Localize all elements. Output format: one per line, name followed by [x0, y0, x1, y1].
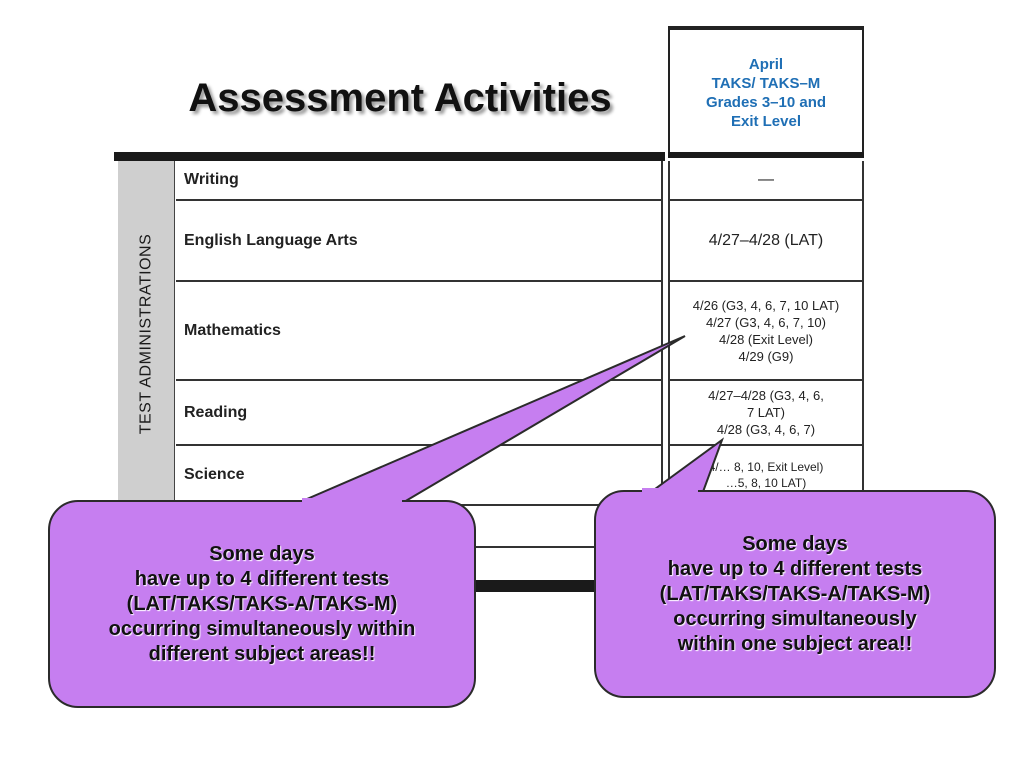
- subject-label: Science: [184, 466, 245, 483]
- table-row-writing: Writing: [176, 161, 663, 201]
- dates-text: —: [758, 171, 774, 188]
- dates-cell-reading: 4/27–4/28 (G3, 4, 6, 7 LAT) 4/28 (G3, 4,…: [668, 381, 864, 446]
- table-top-rule-right: [668, 152, 864, 158]
- table-top-rule: [114, 152, 665, 161]
- dates-cell-mathematics: 4/26 (G3, 4, 6, 7, 10 LAT) 4/27 (G3, 4, …: [668, 282, 864, 381]
- dates-text: 4/27–4/28 (LAT): [708, 231, 824, 249]
- page-title: Assessment Activities: [188, 76, 612, 120]
- callout-right-text: Some days have up to 4 different tests (…: [659, 532, 931, 655]
- column-header-text: April TAKS/ TAKS–M Grades 3–10 and Exit …: [705, 56, 827, 130]
- callout-left-text: Some days have up to 4 different tests (…: [108, 542, 416, 665]
- dates-text: 4/26 (G3, 4, 6, 7, 10 LAT) 4/27 (G3, 4, …: [692, 297, 840, 364]
- table-row-reading: Reading: [176, 381, 663, 446]
- dates-cell-writing: —: [668, 161, 864, 201]
- dates-text: 4/… 8, 10, Exit Level) …5, 8, 10 LAT): [708, 460, 824, 490]
- subject-label: Mathematics: [184, 321, 281, 339]
- subject-label: Writing: [184, 171, 239, 188]
- table-row-ela: English Language Arts: [176, 201, 663, 282]
- dates-text: 4/27–4/28 (G3, 4, 6, 7 LAT) 4/28 (G3, 4,…: [708, 388, 824, 437]
- subject-label: Reading: [184, 403, 248, 421]
- callout-right: Some days have up to 4 different tests (…: [594, 490, 996, 698]
- left-callout-pointer: [299, 335, 686, 503]
- table-row-mathematics: Mathematics: [176, 282, 663, 381]
- column-header-april: April TAKS/ TAKS–M Grades 3–10 and Exit …: [668, 26, 864, 156]
- dates-cell-ela: 4/27–4/28 (LAT): [668, 201, 864, 282]
- subject-label: English Language Arts: [184, 231, 358, 249]
- callout-left: Some days have up to 4 different tests (…: [48, 500, 476, 708]
- pointer-seam-right: [642, 488, 698, 494]
- pointer-seam-left: [302, 498, 402, 504]
